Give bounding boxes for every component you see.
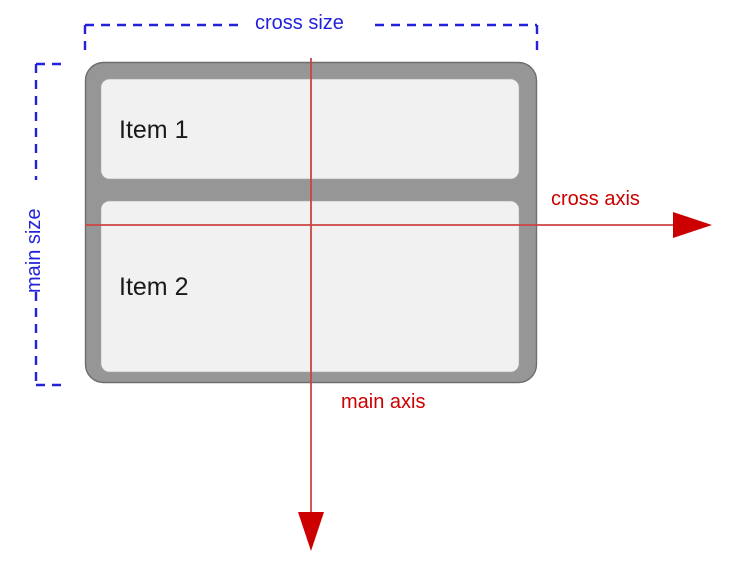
cross-size-label: cross size — [255, 12, 344, 34]
flex-item-2-box — [99, 199, 521, 374]
cross-size-bracket — [83, 23, 539, 50]
cross-axis-arrow — [85, 212, 712, 238]
main-axis-label: main axis — [341, 391, 426, 413]
flex-item-2-label: Item 2 — [119, 273, 189, 301]
flex-item-1-label: Item 1 — [119, 116, 189, 144]
flex-item-1-box — [99, 77, 521, 181]
cross-axis-label: cross axis — [551, 188, 640, 210]
main-size-bracket — [34, 62, 68, 387]
main-size-label: main size — [23, 208, 45, 293]
main-axis-arrow — [298, 58, 324, 551]
